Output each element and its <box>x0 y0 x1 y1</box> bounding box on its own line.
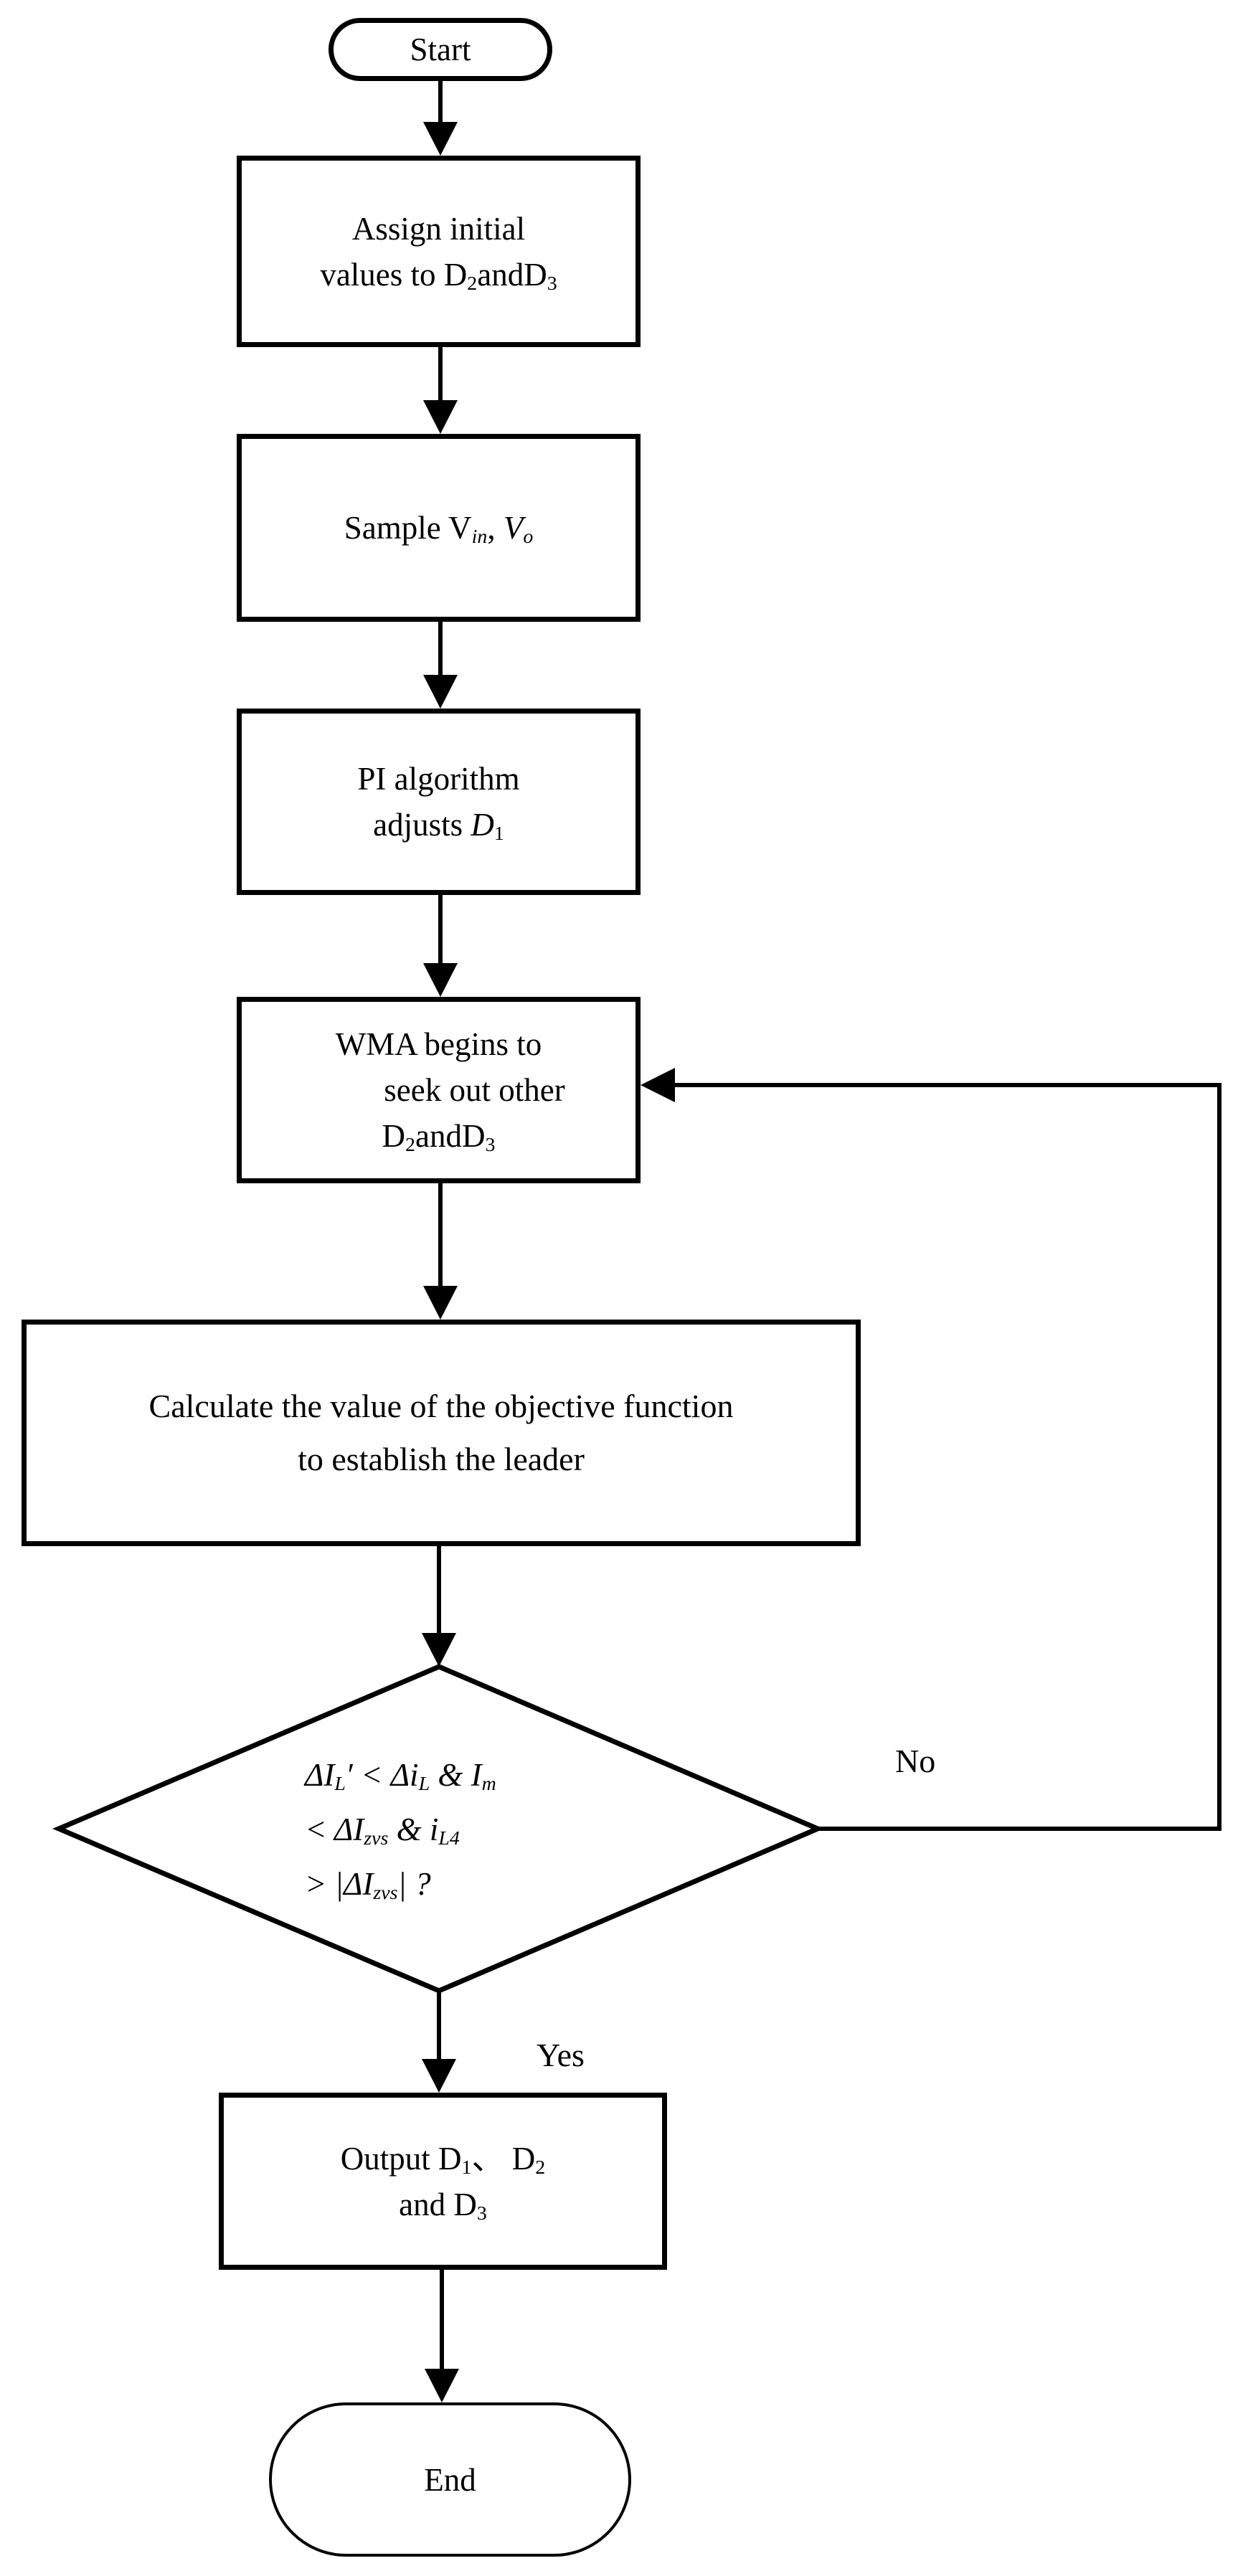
decision-condition-text: ΔIL′ < ΔiL & Im< ΔIzvs & iL4> |ΔIzvs| ? <box>305 1757 496 1905</box>
arrowhead-assign-sample <box>423 400 458 434</box>
arrowhead-decision-output <box>422 2059 456 2093</box>
end-node: End <box>269 2402 631 2557</box>
sample-voltages-text: Sample Vin, Vo <box>344 510 534 549</box>
arrowhead-sample-pi <box>423 675 458 709</box>
yes-edge-label: Yes <box>537 2037 585 2073</box>
calculate-objective-text: Calculate the value of the objective fun… <box>148 1388 734 1477</box>
process-sample-voltages: Sample Vin, Vo <box>237 434 641 622</box>
start-node: Start <box>329 18 552 81</box>
process-calculate-objective: Calculate the value of the objective fun… <box>22 1320 861 1546</box>
arrowhead-output-end <box>425 2369 459 2402</box>
no-edge-label: No <box>895 1743 936 1779</box>
arrowhead-pi-wma <box>423 963 458 997</box>
arrowhead-calculate-decision <box>422 1633 456 1667</box>
arrowhead-no-loop-wma <box>641 1068 675 1102</box>
edge-no-loop <box>675 1083 1222 1831</box>
end-label: End <box>424 2461 476 2498</box>
arrowhead-start-assign <box>423 122 458 156</box>
arrowhead-wma-calculate <box>423 1286 458 1320</box>
start-label: Start <box>410 32 471 67</box>
